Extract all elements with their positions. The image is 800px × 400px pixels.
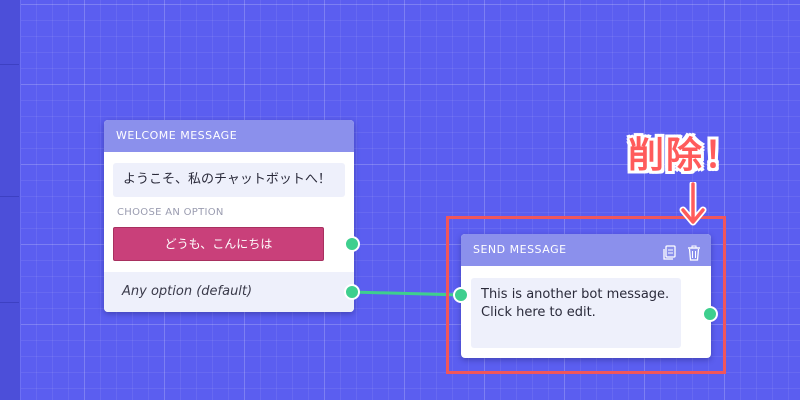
option-button[interactable]: どうも、こんにちは — [113, 227, 324, 261]
option-output-port[interactable] — [344, 236, 360, 252]
welcome-message-node[interactable]: WELCOME MESSAGE ようこそ、私のチャットボットへ！ CHOOSE … — [104, 120, 354, 312]
highlight-frame — [446, 216, 726, 374]
bot-message-bubble[interactable]: This is another bot message. Click here … — [471, 278, 681, 348]
default-output-port[interactable] — [344, 284, 360, 300]
node-title: SEND MESSAGE — [473, 243, 567, 256]
rail-segment[interactable] — [0, 196, 19, 303]
node-title: WELCOME MESSAGE — [116, 129, 238, 142]
copy-icon[interactable] — [663, 242, 677, 260]
send-input-port[interactable] — [453, 287, 469, 303]
rail-segment[interactable] — [0, 64, 19, 197]
node-header[interactable]: WELCOME MESSAGE — [104, 120, 354, 152]
left-sidebar-rail — [0, 0, 21, 400]
welcome-message-bubble[interactable]: ようこそ、私のチャットボットへ！ — [113, 163, 345, 197]
node-header[interactable]: SEND MESSAGE — [461, 234, 711, 266]
trash-icon[interactable] — [687, 242, 701, 261]
delete-annotation-text: 削除！ — [628, 135, 743, 176]
send-output-port[interactable] — [702, 306, 718, 322]
down-arrow-icon — [679, 182, 707, 226]
send-message-node[interactable]: SEND MESSAGE This is a — [461, 234, 711, 358]
default-option-label: Any option (default) — [122, 284, 253, 299]
default-option-row[interactable]: Any option (default) — [104, 272, 354, 312]
choose-option-label: CHOOSE AN OPTION — [117, 207, 224, 218]
rail-segment[interactable] — [0, 0, 19, 65]
